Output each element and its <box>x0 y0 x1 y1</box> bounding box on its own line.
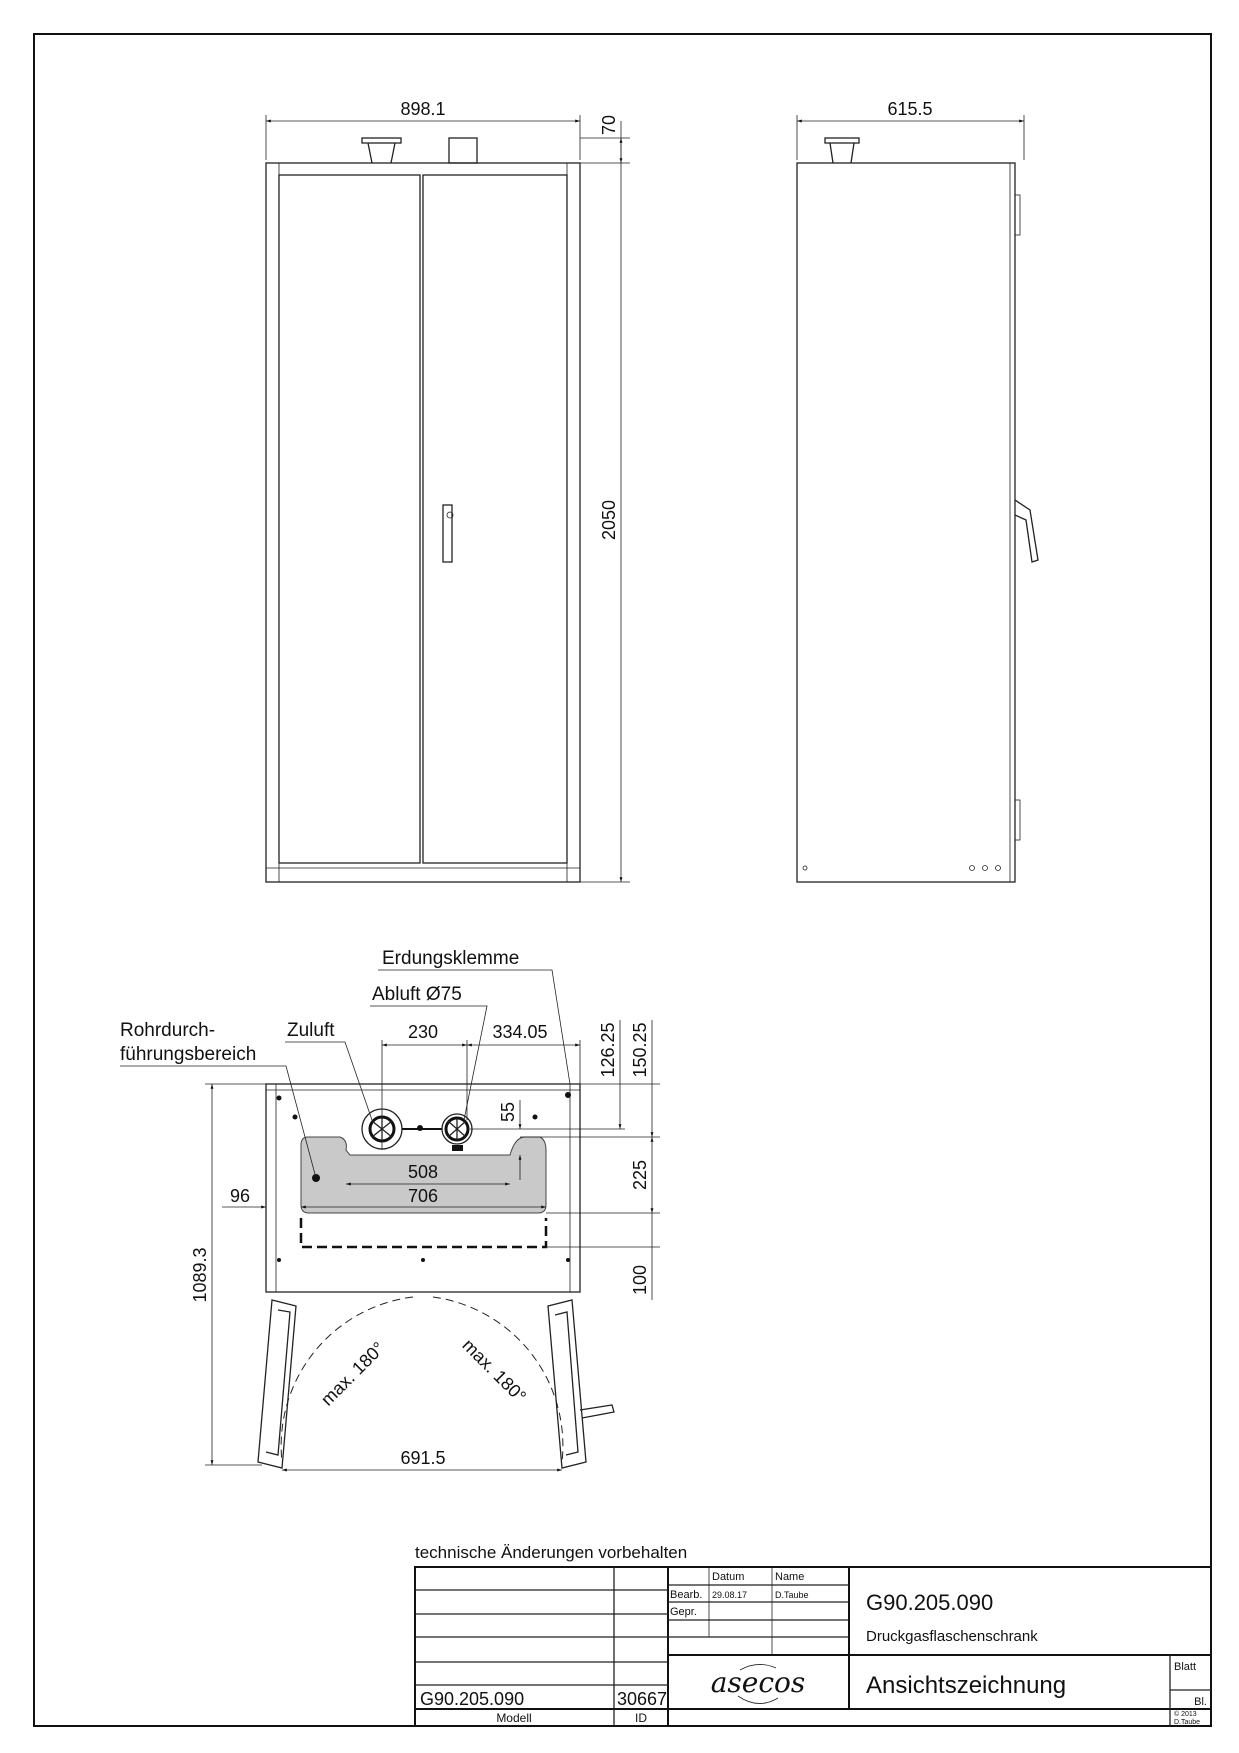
asecos-logo: asecos <box>711 1666 806 1699</box>
dim-691: 691.5 <box>400 1448 445 1468</box>
rohrdurchfuehrung-label-1: Rohrdurch- <box>120 1020 215 1041</box>
name-header: Name <box>775 1571 804 1583</box>
dim-55: 55 <box>498 1102 518 1122</box>
rohrdurchfuehrung-label-2: führungsbereich <box>120 1044 256 1065</box>
drawing-type: Ansichtszeichnung <box>866 1672 1066 1699</box>
left-door-open <box>257 1299 297 1469</box>
product-name: Druckgasflaschenschrank <box>866 1628 1038 1645</box>
max-angle-right: max. 180° <box>458 1335 530 1407</box>
gepr-label: Gepr. <box>670 1606 697 1618</box>
bearb-name: D.Taube <box>775 1590 809 1600</box>
dim-96: 96 <box>230 1186 250 1206</box>
depth-dimension: 615.5 <box>887 99 932 119</box>
dim-150: 150.25 <box>630 1022 650 1077</box>
erdungsklemme-label: Erdungsklemme <box>382 948 519 969</box>
abluft-port <box>441 1113 473 1151</box>
drawing-border <box>33 33 1212 1727</box>
dim-100: 100 <box>630 1265 650 1295</box>
door-handle <box>442 504 453 563</box>
dim-334: 334.05 <box>492 1022 547 1042</box>
title-block: Datum Name Bearb. 29.08.17 D.Taube Gepr.… <box>414 1566 1212 1727</box>
side-view: 615.5 <box>796 99 1039 883</box>
blatt-label: Blatt <box>1174 1661 1196 1673</box>
height-dimension: 2050 <box>599 500 619 540</box>
bearb-date: 29.08.17 <box>712 1590 747 1600</box>
id-value: 30667 <box>617 1689 667 1709</box>
dim-706: 706 <box>408 1186 438 1206</box>
width-dimension: 898.1 <box>400 99 445 119</box>
zuluft-flange-front <box>361 137 402 164</box>
front-view: 898.1 70 2050 <box>265 99 630 883</box>
changes-note: technische Änderungen vorbehalten <box>415 1543 687 1562</box>
dim-225: 225 <box>630 1160 650 1190</box>
pipe-area <box>300 1136 547 1214</box>
dim-508: 508 <box>408 1162 438 1182</box>
zuluft-label: Zuluft <box>287 1020 335 1041</box>
dim-1089: 1089.3 <box>190 1247 210 1302</box>
dim-126: 126.25 <box>598 1022 618 1077</box>
abluft-label: Abluft Ø75 <box>372 984 462 1005</box>
right-door <box>422 174 568 864</box>
id-label: ID <box>635 1711 647 1725</box>
copyright-name: D.Taube <box>1174 1719 1200 1726</box>
side-handle <box>1014 499 1039 563</box>
dim-230: 230 <box>408 1022 438 1042</box>
model-label: Modell <box>496 1711 531 1725</box>
bl-label: Bl. <box>1194 1696 1207 1708</box>
left-door <box>278 174 421 864</box>
max-angle-left: max. 180° <box>317 1338 389 1410</box>
datum-header: Datum <box>712 1571 744 1583</box>
drawing-number: G90.205.090 <box>866 1590 993 1615</box>
plan-view: Erdungsklemme Abluft Ø75 Zuluft Rohrdurc… <box>120 948 660 1472</box>
top-height-dimension: 70 <box>599 115 619 135</box>
model-value: G90.205.090 <box>420 1689 524 1709</box>
bearb-label: Bearb. <box>670 1589 702 1601</box>
copyright: © 2013 <box>1174 1710 1197 1718</box>
abluft-pipe-front <box>448 137 478 164</box>
right-door-open <box>547 1299 615 1469</box>
